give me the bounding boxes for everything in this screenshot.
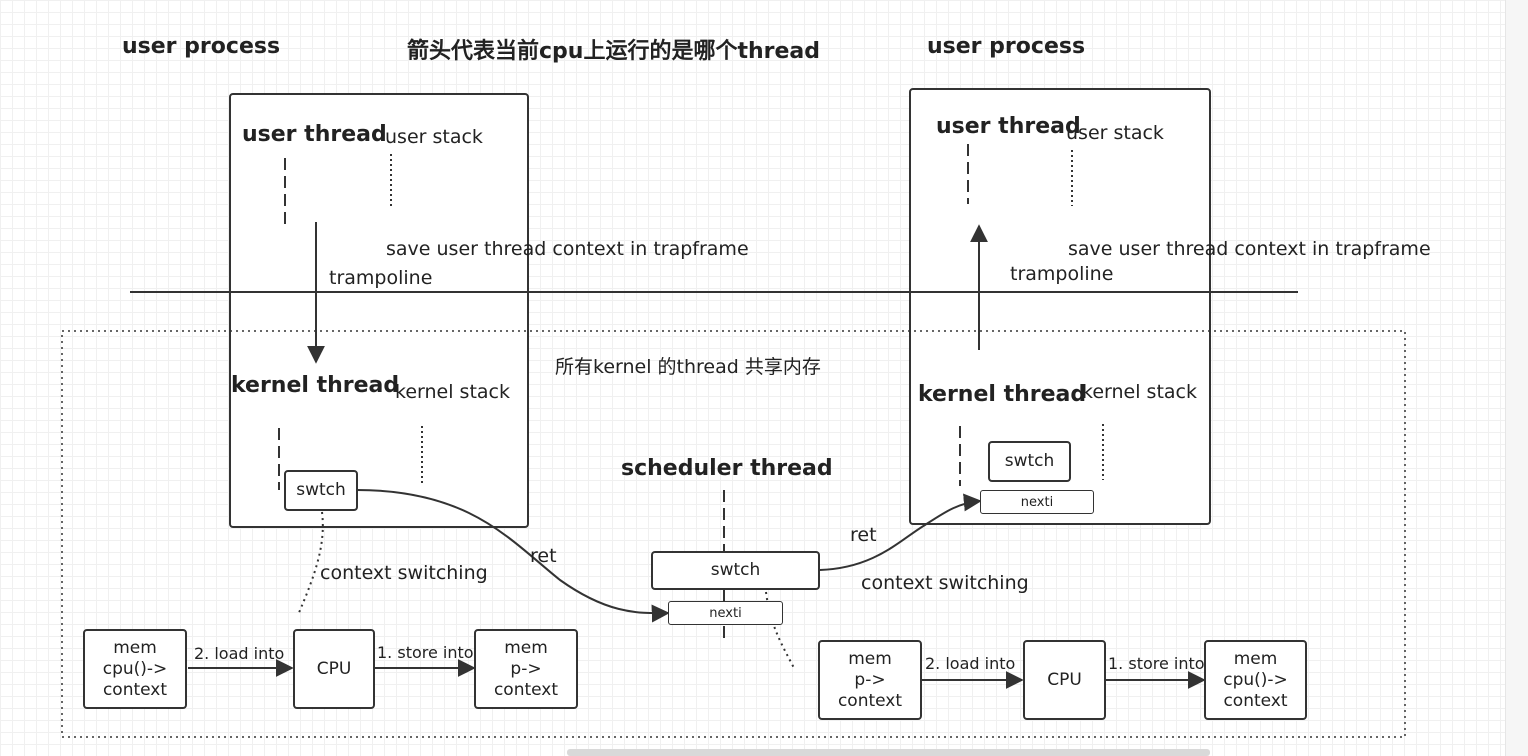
right-trampoline-label: trampoline	[1010, 263, 1113, 285]
kernel-region-border	[61, 330, 1406, 738]
left-ret-curve	[356, 489, 670, 623]
right-nexti-box: nexti	[980, 490, 1094, 514]
right-swtch-box: swtch	[988, 441, 1071, 482]
left-context-dotted-link	[297, 511, 324, 616]
right-ret-label: ret	[850, 524, 877, 546]
left-mem-p-context-box: mem p-> context	[474, 629, 578, 709]
scheduler-nexti-box: nexti	[668, 601, 783, 625]
right-mem-cpu-context-box: mem cpu()-> context	[1204, 640, 1307, 720]
scheduler-swtch-box: swtch	[651, 551, 820, 590]
left-user-process-label: user process	[122, 34, 280, 59]
left-swtch-box: swtch	[284, 470, 358, 511]
right-mem-p-context-box: mem p-> context	[818, 640, 922, 720]
right-kernel-stack-label: kernel stack	[1082, 381, 1197, 403]
left-mem-cpu-context-box: mem cpu()-> context	[83, 629, 187, 709]
right-store-label: 1. store into	[1108, 654, 1205, 673]
right-context-switching-label: context switching	[861, 572, 1029, 594]
left-store-label: 1. store into	[377, 643, 474, 662]
right-context-dotted-link	[765, 591, 795, 669]
kernel-region-label: 所有kernel 的thread 共享内存	[555, 356, 821, 378]
right-user-stack-label: user stack	[1066, 122, 1164, 144]
left-context-switching-label: context switching	[320, 562, 488, 584]
right-kernel-thread-label: kernel thread	[918, 382, 1086, 407]
right-ret-curve	[819, 493, 982, 571]
left-user-thread-label: user thread	[242, 122, 387, 147]
right-load-label: 2. load into	[925, 654, 1015, 673]
left-kernel-thread-label: kernel thread	[231, 373, 399, 398]
right-scroll-rail[interactable]	[1505, 0, 1528, 756]
diagram-title: 箭头代表当前cpu上运行的是哪个thread	[407, 38, 820, 64]
right-user-thread-label: user thread	[936, 114, 1081, 139]
left-user-stack-label: user stack	[385, 126, 483, 148]
left-ret-label: ret	[530, 545, 557, 567]
left-load-label: 2. load into	[194, 644, 284, 663]
right-cpu-box: CPU	[1023, 640, 1106, 720]
left-cpu-box: CPU	[293, 629, 375, 709]
left-save-note: save user thread context in trapframe	[386, 238, 749, 260]
scheduler-thread-label: scheduler thread	[621, 456, 833, 481]
right-user-process-label: user process	[927, 34, 1085, 59]
right-save-note: save user thread context in trapframe	[1068, 238, 1431, 260]
horizontal-scrollbar[interactable]	[567, 749, 1210, 756]
left-trampoline-label: trampoline	[329, 267, 432, 289]
left-kernel-stack-label: kernel stack	[395, 381, 510, 403]
